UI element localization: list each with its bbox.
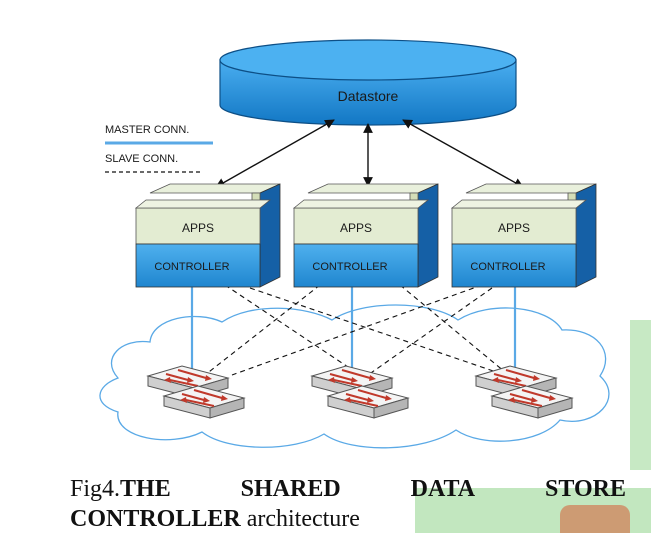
caption-line-1: Fig4.THE SHARED DATA STORE	[70, 474, 626, 504]
controller-node-1: APPS CONTROLLER	[134, 183, 281, 288]
watermark-strip	[630, 320, 651, 470]
caption-fig-word: Fig4.THE	[70, 474, 171, 504]
caption-fig-number: Fig4.	[70, 476, 121, 502]
apps-label: APPS	[498, 221, 530, 235]
datastore-cylinder: Datastore	[219, 39, 517, 126]
caption-word-shared: SHARED	[240, 476, 341, 502]
slave-connections	[204, 284, 506, 376]
figure-caption: Fig4.THE SHARED DATA STORE CONTROLLER ar…	[70, 474, 626, 534]
arrow-controller-1	[215, 119, 335, 188]
controller-node-3: APPS CONTROLLER	[450, 183, 597, 288]
controller-label: CONTROLLER	[312, 261, 387, 273]
datastore-connections	[215, 119, 524, 188]
caption-word-the: THE	[120, 476, 171, 502]
master-connections	[190, 285, 517, 375]
controller-label: CONTROLLER	[154, 261, 229, 273]
caption-word-data: DATA	[410, 476, 476, 502]
controller-label: CONTROLLER	[470, 261, 545, 273]
watermark-shape	[560, 505, 630, 533]
legend-master-label: MASTER CONN.	[105, 124, 189, 136]
architecture-diagram: Datastore MASTER CONN. SLAVE CONN.	[99, 39, 610, 449]
caption-line-2: CONTROLLER architecture	[70, 504, 626, 534]
controller-node-2: APPS CONTROLLER	[292, 183, 439, 288]
apps-label: APPS	[340, 221, 372, 235]
legend-slave-label: SLAVE CONN.	[105, 153, 178, 165]
legend: MASTER CONN. SLAVE CONN.	[105, 124, 213, 173]
caption-word-store: STORE	[545, 476, 626, 502]
apps-label: APPS	[182, 221, 214, 235]
datastore-label: Datastore	[338, 88, 399, 104]
caption-word-architecture: architecture	[240, 506, 360, 532]
caption-word-controller: CONTROLLER	[70, 506, 241, 532]
arrow-controller-3	[402, 119, 524, 188]
